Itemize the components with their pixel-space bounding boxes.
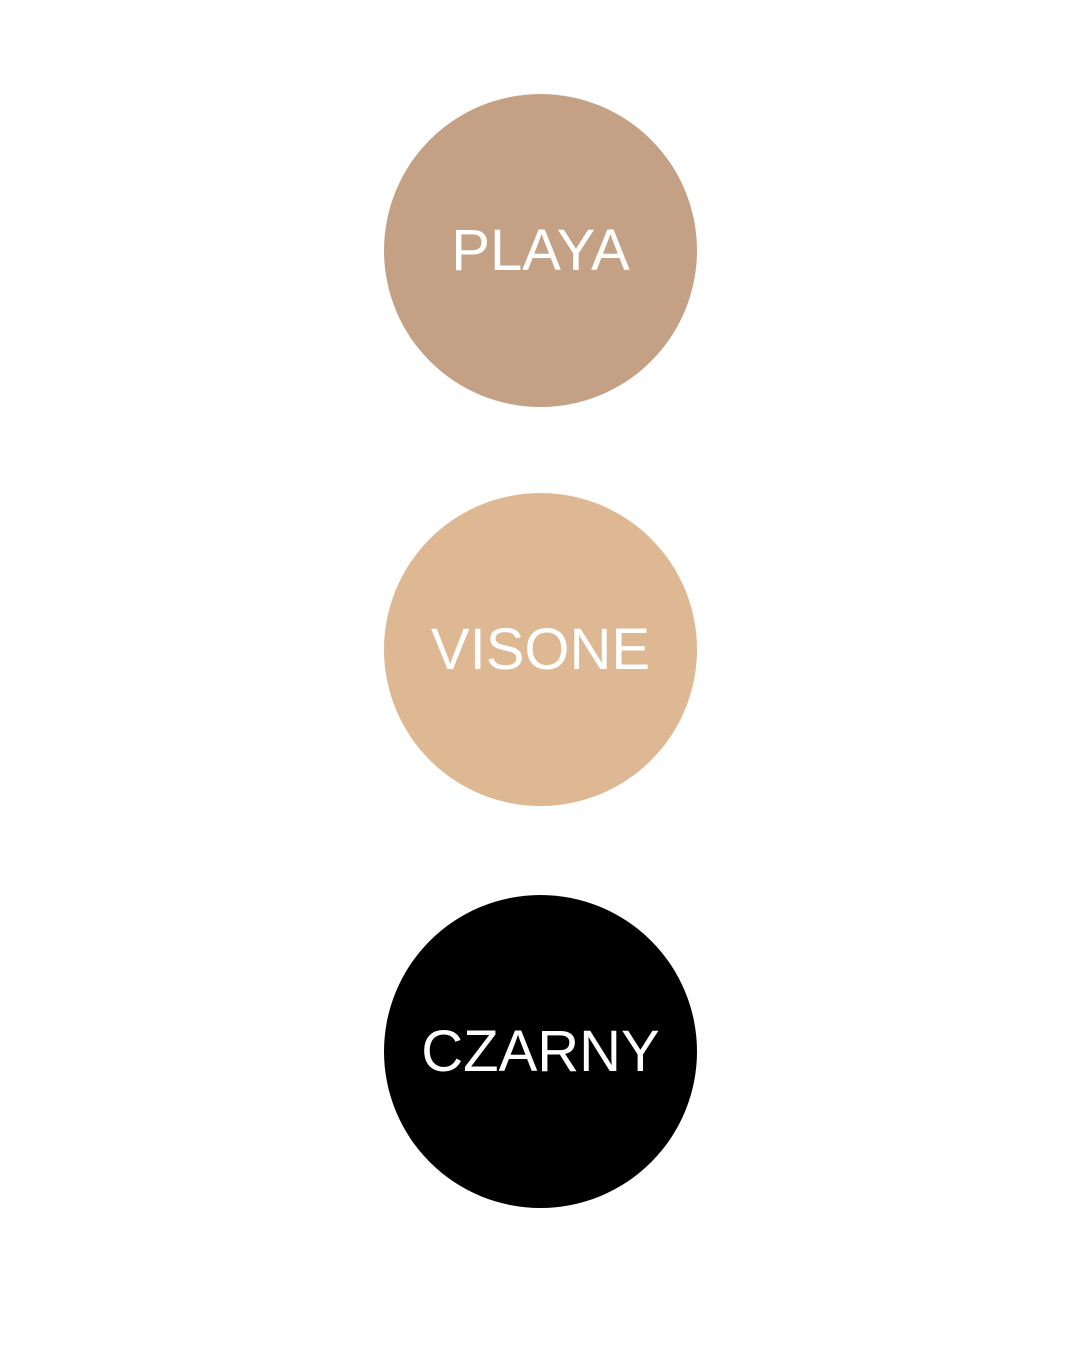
swatch-label: VISONE [430, 616, 651, 682]
swatch-label: PLAYA [451, 217, 630, 283]
swatch-label: CZARNY [421, 1018, 660, 1084]
color-swatch-visone: VISONE [384, 493, 697, 806]
color-swatch-czarny: CZARNY [384, 895, 697, 1208]
color-swatch-playa: PLAYA [384, 94, 697, 407]
